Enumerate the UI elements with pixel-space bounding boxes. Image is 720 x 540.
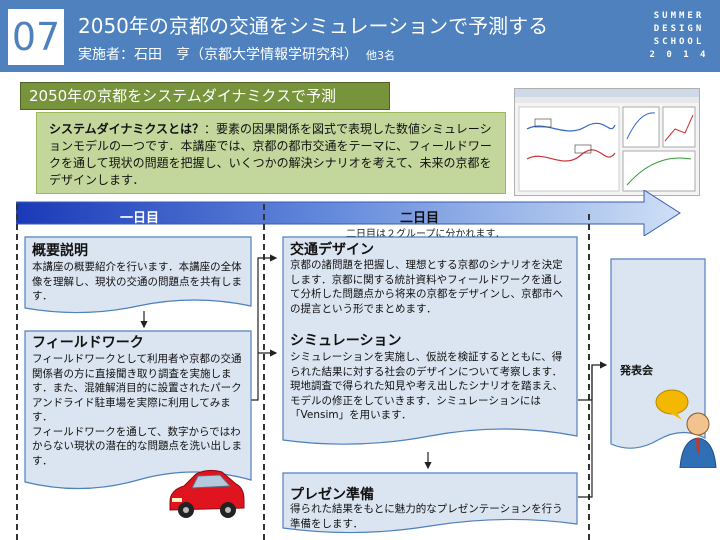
school-logo-text: SUMMER DESIGN SCHOOL 2 0 1 4 [644, 10, 714, 62]
presentation-prep-box: プレゼン準備 得られた結果をもとに魅力的なプレゼンテーションを行う準備をします． [282, 472, 578, 534]
description-text: ：要素の因果関係を図式で表現した数値シミュレーションモデルの一つです．本講座では… [49, 122, 492, 187]
screenshot-image [515, 89, 699, 192]
doc-shape [24, 236, 252, 314]
simulation-title: シミュレーション [290, 333, 402, 349]
overview-title: 概要説明 [32, 243, 88, 259]
implementer-line: 実施者：石田 亨（京都大学情報学研究科） 他3名 [78, 44, 395, 64]
description-term: システムダイナミクスとは？ [49, 122, 205, 136]
fieldwork-body: フィールドワークとして利用者や京都の交通関係者の方に直接聞き取り調査を実施します… [32, 353, 242, 467]
presenter-icon [655, 389, 717, 468]
day-two-label: 二日目 [400, 211, 440, 226]
school-line: DESIGN [653, 24, 705, 34]
overview-body: 本講座の概要紹介を行います．本講座の全体像を理解し、現状の交通の問題点を共有しま… [32, 261, 242, 302]
day-separator-left [16, 204, 18, 540]
presentation-title: 発表会 [620, 364, 653, 377]
timeline-arrow [16, 190, 681, 236]
arrow-fieldwork-to-design [250, 254, 278, 401]
design-simulation-box: 交通デザイン 京都の諸問題を把握し、理想とする京都のシナリオを決定します．京都に… [282, 236, 578, 452]
simulation-body: シミュレーションを実施し、仮説を検証するとともに、得られた結果に対する社会のデザ… [290, 351, 563, 421]
design-body: 京都の諸問題を把握し、理想とする京都のシナリオを決定します．京都に関する統計資料… [290, 259, 563, 315]
arrow-prep-to-presentation [578, 365, 593, 498]
car-icon [169, 469, 245, 518]
section-subtitle: 2050年の京都をシステムダイナミクスで予測 [20, 82, 390, 110]
software-screenshot-thumbnail [514, 88, 700, 196]
day-separator-middle [263, 204, 265, 540]
day-one-label: 一日目 [120, 211, 160, 226]
day-separator-right [588, 214, 590, 540]
doc-shape [24, 330, 252, 490]
day-two-note: 二日目は２グループに分かれます． [344, 225, 507, 240]
header-bar: 07 2050年の京都の交通をシミュレーションで予測する 実施者：石田 亨（京都… [0, 0, 720, 72]
overview-box: 概要説明 本講座の概要紹介を行います．本講座の全体像を理解し、現状の交通の問題点… [24, 236, 252, 316]
description-box: システムダイナミクスとは？：要素の因果関係を図式で表現した数値シミュレーションモ… [36, 112, 506, 194]
school-line: SCHOOL [653, 37, 705, 47]
page-title: 2050年の京都の交通をシミュレーションで予測する [78, 14, 549, 38]
doc-shape [282, 472, 578, 534]
presentation-prep-body: 得られた結果をもとに魅力的なプレゼンテーションを行う準備をします． [290, 503, 563, 530]
design-title: 交通デザイン [290, 242, 374, 258]
implementer-text: 実施者：石田 亨（京都大学情報学研究科） [78, 47, 358, 63]
school-line: 2 0 1 4 [649, 50, 709, 60]
implementer-extra: 他3名 [366, 49, 395, 62]
fieldwork-title: フィールドワーク [32, 335, 144, 351]
doc-shape [282, 236, 578, 445]
fieldwork-box: フィールドワーク フィールドワークとして利用者や京都の交通関係者の方に直接聞き取… [24, 330, 252, 496]
presentation-prep-title: プレゼン準備 [290, 487, 374, 503]
school-line: SUMMER [653, 11, 705, 21]
course-number: 07 [8, 9, 64, 65]
